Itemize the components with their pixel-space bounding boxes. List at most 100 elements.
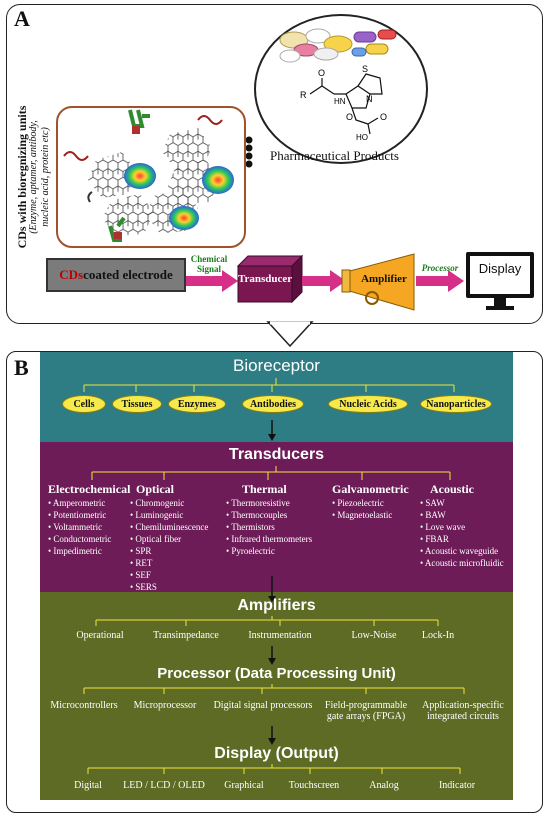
cd-units-subtitle-1: (Enzyme, aptamer, antibody,: [28, 120, 39, 234]
svg-text:O: O: [346, 112, 353, 122]
cd-units-vertical-label: CDs with bioregnizing units (Enzyme, apt…: [14, 102, 54, 252]
list-item: Piezoelectric: [332, 497, 409, 509]
cd-units-subtitle-2: nucleic acid, protein etc): [40, 127, 51, 227]
processor-item-microprocessor: Microprocessor: [128, 700, 202, 711]
amplifier-label: Amplifier: [361, 273, 407, 285]
list-item: Impedimetric: [48, 545, 130, 557]
amplifier-item-lock-in: Lock-In: [421, 630, 455, 641]
svg-text:O: O: [318, 68, 325, 78]
processor-item-line: integrated circuits: [427, 711, 499, 722]
list-item: Infrared thermometers: [226, 533, 312, 545]
transducer-category-thermal: Thermal Thermoresistive Thermocouples Th…: [226, 482, 312, 557]
svg-text:HO: HO: [356, 133, 368, 142]
list-item: Love wave: [420, 521, 504, 533]
processor-arrow-label: Processor: [421, 263, 459, 273]
list-item: SEF: [130, 569, 208, 581]
list-item: FBAR: [420, 533, 504, 545]
transducers-tree-lines: [91, 466, 451, 592]
list-item: BAW: [420, 509, 504, 521]
processor-item-line: Digital signal processors: [213, 700, 313, 711]
bioreceptor-chip-nanoparticles: Nanoparticles: [420, 395, 492, 413]
processor-item-line: Microcontrollers: [50, 700, 118, 711]
bioreceptor-chip-enzymes: Enzymes: [168, 395, 226, 413]
processor-item-dsp: Digital signal processors: [210, 700, 316, 711]
transducer-category-acoustic: Acoustic SAW BAW Love wave FBAR Acoustic…: [420, 482, 504, 569]
list-item: Magnetoelastic: [332, 509, 409, 521]
signal-chain-graphics: [186, 252, 534, 311]
display-item-digital: Digital: [74, 780, 102, 791]
processor-item-line: Microprocessor: [133, 700, 197, 711]
display-item-touchscreen: Touchscreen: [288, 780, 340, 791]
transducers-title: Transducers: [228, 446, 325, 463]
output-chain-section: [40, 592, 513, 800]
svg-text:R: R: [300, 90, 307, 100]
list-item: Potentiometric: [48, 509, 130, 521]
list-item: Amperometric: [48, 497, 130, 509]
display-monitor-label: Display: [478, 261, 522, 276]
category-title: Thermal: [242, 482, 287, 496]
output-chain-tree-lines: [83, 592, 465, 774]
cd-units-title: CDs with bioregnizing units: [15, 105, 29, 249]
list-item: Thermistors: [226, 521, 312, 533]
chemical-signal-line-2: Signal: [196, 264, 221, 274]
processor-item-microcontrollers: Microcontrollers: [44, 700, 124, 711]
display-item-led-lcd-oled: LED / LCD / OLED: [123, 780, 205, 791]
processor-title: Processor (Data Processing Unit): [157, 665, 396, 682]
category-title: Galvanometric: [332, 482, 409, 496]
display-item-graphical: Graphical: [224, 780, 264, 791]
list-item: RET: [130, 557, 208, 569]
list-item: SPR: [130, 545, 208, 557]
category-title: Electrochemical: [48, 482, 131, 496]
transducer-label: Transducer: [238, 273, 293, 285]
list-item: SERS: [130, 581, 208, 593]
bioreceptor-tree-lines: [83, 378, 455, 441]
list-item: Pyroelectric: [226, 545, 312, 557]
list-item: Chromogenic: [130, 497, 208, 509]
processor-item-line: gate arrays (FPGA): [326, 711, 406, 722]
list-item: Acoustic waveguide: [420, 545, 504, 557]
svg-text:O: O: [380, 112, 387, 122]
amplifier-item-low-noise: Low-Noise: [351, 630, 397, 641]
bioreceptor-title: Bioreceptor: [233, 356, 320, 375]
list-item: Luminogenic: [130, 509, 208, 521]
graphene-cd-illustration: [63, 109, 234, 242]
electrode-label-rest: coated electrode: [83, 267, 173, 282]
svg-text:S: S: [362, 64, 368, 74]
chemical-signal-label: Chemical Signal: [186, 254, 232, 274]
category-title: Optical: [136, 482, 174, 496]
bioreceptor-chip-tissues: Tissues: [112, 395, 162, 413]
list-item: SAW: [420, 497, 504, 509]
bioreceptor-chip-cells: Cells: [62, 395, 106, 413]
category-title: Acoustic: [430, 482, 474, 496]
bioreceptor-chip-nucleic-acids: Nucleic Acids: [328, 395, 408, 413]
list-item: Chemiluminescence: [130, 521, 208, 533]
panel-a-label: A: [14, 6, 30, 31]
list-item: Thermoresistive: [226, 497, 312, 509]
display-item-analog: Analog: [369, 780, 399, 791]
svg-text:N: N: [366, 94, 373, 104]
panel-b-label: B: [14, 355, 29, 380]
processor-item-line: Application-specific: [422, 700, 504, 711]
display-output-title: Display (Output): [214, 745, 339, 762]
amplifier-item-operational: Operational: [76, 630, 124, 641]
electrode-cds-prefix: CDs: [59, 267, 84, 282]
svg-text:HN: HN: [334, 97, 346, 106]
pharmaceutical-products-label: Pharmaceutical Products: [270, 148, 399, 163]
transducer-category-optical: Optical Chromogenic Luminogenic Chemilum…: [130, 482, 208, 593]
display-item-indicator: Indicator: [438, 780, 476, 791]
processor-item-line: Field-programmable: [324, 700, 408, 711]
processor-item-asic: Application-specific integrated circuits: [418, 700, 508, 722]
amplifiers-title: Amplifiers: [237, 597, 316, 614]
list-item: Conductometric: [48, 533, 130, 545]
chemical-signal-line-1: Chemical: [190, 254, 228, 264]
processor-item-fpga: Field-programmable gate arrays (FPGA): [322, 700, 410, 722]
transducer-category-galvanometric: Galvanometric Piezoelectric Magnetoelast…: [332, 482, 409, 521]
bioreceptor-chip-antibodies: Antibodies: [242, 395, 304, 413]
panel-a-graphics: [245, 136, 314, 348]
list-item: Voltammetric: [48, 521, 130, 533]
list-item: Acoustic microfluidic: [420, 557, 504, 569]
list-item: Optical fiber: [130, 533, 208, 545]
cd-coated-electrode: CDs coated electrode: [46, 258, 186, 292]
pills-and-molecule-illustration: R O HN S N O O HO: [279, 28, 397, 142]
transducer-category-electrochemical: Electrochemical Amperometric Potentiomet…: [48, 482, 130, 557]
